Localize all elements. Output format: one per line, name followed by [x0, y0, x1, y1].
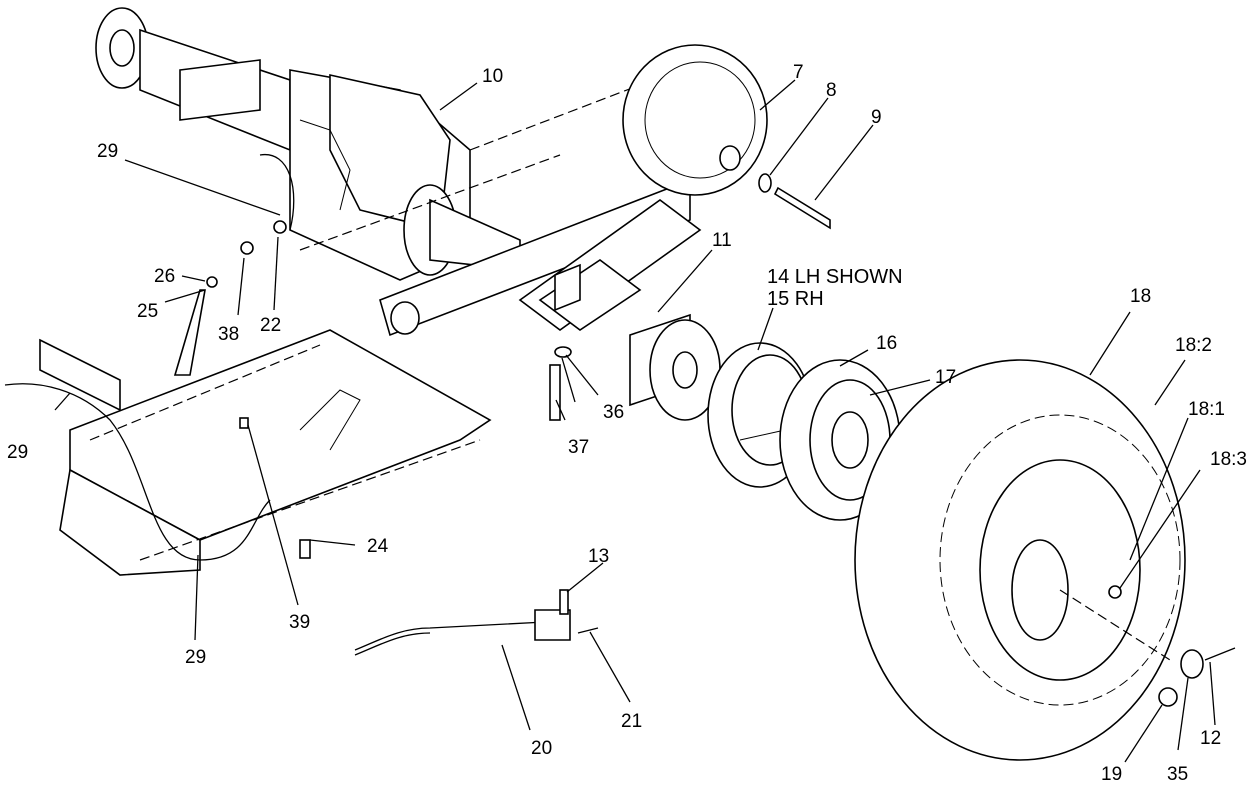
- callout-26: 26: [154, 266, 175, 287]
- wheel-nuts: [1158, 647, 1236, 707]
- callout-10: 10: [482, 66, 503, 87]
- callout-22: 22: [260, 315, 281, 336]
- callout-7: 7: [793, 62, 804, 83]
- callout-29-bottom: 29: [185, 647, 206, 668]
- callout-19: 19: [1101, 764, 1122, 785]
- callout-8: 8: [826, 80, 837, 101]
- callout-9: 9: [871, 107, 882, 128]
- callout-24: 24: [367, 536, 389, 557]
- callout-12: 12: [1200, 728, 1221, 749]
- callout-39: 39: [289, 612, 310, 633]
- callout-20: 20: [531, 738, 552, 759]
- transaxle-assembly: [95, 7, 521, 281]
- callout-17: 17: [935, 367, 956, 388]
- bolt-37: [549, 346, 572, 421]
- brake-cable: [354, 589, 599, 656]
- callout-18-1: 18:1: [1188, 399, 1225, 420]
- callout-14: 14 LH SHOWN: [767, 266, 903, 288]
- callout-29-left: 29: [7, 442, 28, 463]
- leader-lines: [54, 79, 1216, 763]
- callout-38: 38: [218, 324, 239, 345]
- wheel-cover: [622, 44, 831, 230]
- cable-29: [4, 383, 271, 561]
- callout-15: 15 RH: [767, 288, 824, 310]
- callout-35: 35: [1167, 764, 1188, 785]
- callout-25: 25: [137, 301, 158, 322]
- callout-18: 18: [1130, 286, 1151, 307]
- callout-36: 36: [603, 402, 624, 423]
- callout-16: 16: [876, 333, 897, 354]
- callout-18-3: 18:3: [1210, 449, 1247, 470]
- callout-labels: 10 7 8 9 29 11 26 25 38 22 14 LH SHOWN 1…: [7, 62, 1247, 785]
- callout-29-top: 29: [97, 141, 118, 162]
- callout-18-2: 18:2: [1175, 335, 1212, 356]
- tire-wheel: [854, 359, 1186, 761]
- callout-21: 21: [621, 711, 642, 732]
- callout-37: 37: [568, 437, 589, 458]
- callout-13: 13: [588, 546, 609, 567]
- chassis-frame: [39, 329, 492, 576]
- callout-11: 11: [712, 230, 732, 251]
- axle-frame: [299, 84, 702, 337]
